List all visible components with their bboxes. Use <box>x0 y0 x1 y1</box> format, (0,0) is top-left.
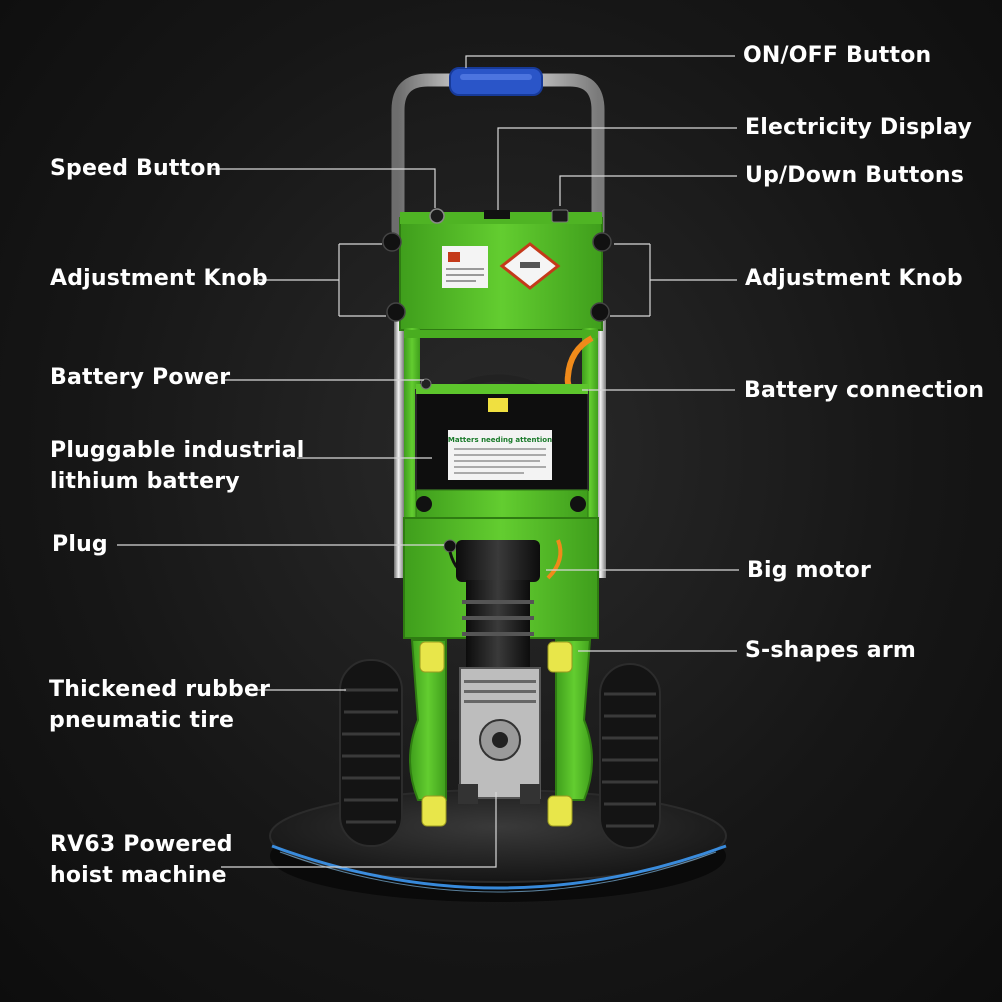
electricity-display-icon <box>484 210 510 219</box>
plug-icon <box>443 539 457 553</box>
label-hoist-line2: hoist machine <box>50 863 227 888</box>
battery-pack: Matters needing attention <box>415 374 589 519</box>
label-s-shapes-arm: S-shapes arm <box>745 638 917 663</box>
label-electricity-display: Electricity Display <box>745 115 973 140</box>
label-on-off-button: ON/OFF Button <box>743 43 932 68</box>
speed-button-icon <box>429 208 445 224</box>
label-battery-line2: lithium battery <box>50 469 240 494</box>
label-up-down-buttons: Up/Down Buttons <box>745 163 965 188</box>
label-tire-line2: pneumatic tire <box>49 708 235 733</box>
label-hoist-line1: RV63 Powered <box>50 832 233 857</box>
label-tire-line1: Thickened rubber <box>49 677 271 702</box>
rv63-hoist-gearbox <box>458 667 541 804</box>
label-plug: Plug <box>52 532 108 557</box>
label-pneumatic-tire: Thickened rubber pneumatic tire <box>49 674 270 736</box>
adjustment-knob-icons <box>382 232 612 322</box>
label-battery-connection: Battery connection <box>744 378 985 403</box>
label-battery-line1: Pluggable industrial <box>50 438 305 463</box>
label-pluggable-battery: Pluggable industrial lithium battery <box>50 435 305 497</box>
leader-lines <box>117 55 739 868</box>
up-down-buttons-icon <box>551 209 569 223</box>
pneumatic-tires <box>339 659 661 849</box>
label-speed-button: Speed Button <box>50 156 222 181</box>
handle-frame <box>391 67 605 237</box>
battery-sticker-text: Matters needing attention <box>448 436 552 444</box>
label-battery-power: Battery Power <box>50 365 231 390</box>
label-big-motor: Big motor <box>747 558 872 583</box>
s-shaped-arms <box>409 639 593 827</box>
control-box <box>399 208 603 331</box>
big-motor <box>456 540 540 670</box>
label-adjustment-knob-left: Adjustment Knob <box>50 266 268 291</box>
label-hoist-machine: RV63 Powered hoist machine <box>50 829 233 891</box>
handle-grip <box>449 67 543 96</box>
label-adjustment-knob-right: Adjustment Knob <box>745 266 963 291</box>
